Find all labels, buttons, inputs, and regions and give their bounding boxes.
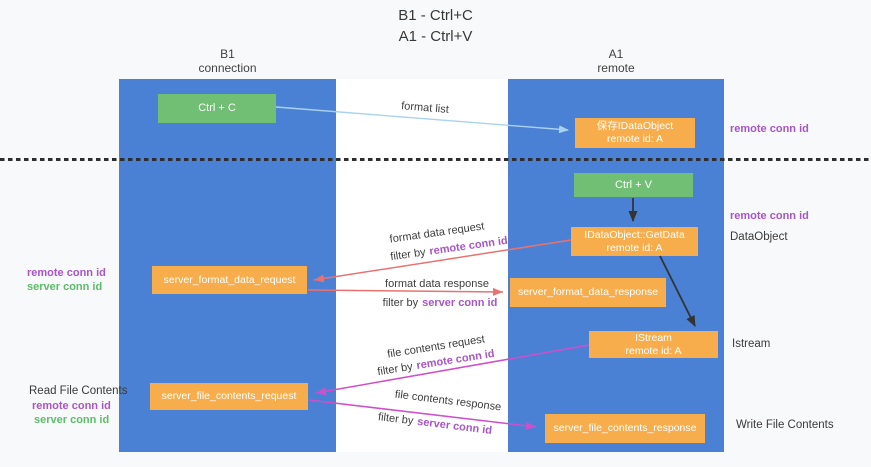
node-ctrl-v: Ctrl + V [574,173,693,197]
filter-by-text: filter by [382,297,419,309]
node-server-format-data-response-label: server_format_data_response [517,286,659,298]
label-istream: Istream [732,338,771,350]
label-remote-conn-id-right-top: remote conn id [730,123,809,135]
label-remote-conn-id-left-1: remote conn id [27,267,106,279]
node-idataobject-getdata-line2: remote id: A [606,241,663,254]
node-server-file-contents-response-label: server_file_contents_response [553,422,697,434]
label-remote-conn-id-left-2: remote conn id [32,400,111,412]
lane-a1-header: A1 remote [508,47,724,75]
label-read-file-contents: Read File Contents [29,385,128,397]
lane-b1-role: connection [198,61,257,75]
label-dataobject: DataObject [730,231,788,243]
label-remote-conn-id-right-mid: remote conn id [730,210,809,222]
title-line-1: B1 - Ctrl+C [398,7,473,24]
node-istream-line2: remote id: A [625,344,682,357]
label-format-data-response: format data response [385,278,489,290]
lane-a1-role: remote [597,61,635,75]
node-server-format-data-response: server_format_data_response [510,278,666,307]
filter-key-server-conn-id: server conn id [422,297,498,309]
node-ctrl-c-label: Ctrl + C [198,102,236,114]
lane-a1-name: A1 [608,47,624,61]
node-save-idataobject-line2: remote id: A [606,133,664,145]
node-server-file-contents-request-label: server_file_contents_request [161,390,297,402]
node-server-format-data-request: server_format_data_request [152,266,307,294]
label-write-file-contents: Write File Contents [736,419,834,431]
node-server-file-contents-response: server_file_contents_response [545,414,705,443]
node-istream-line1: IStream [635,331,672,344]
node-save-idataobject: 保存IDataObject remote id: A [575,118,695,148]
label-server-conn-id-left-2: server conn id [34,414,110,426]
label-server-conn-id-left-1: server conn id [27,281,103,293]
lane-b1-name: B1 [220,47,235,61]
diagram-title: B1 - Ctrl+C A1 - Ctrl+V [0,5,871,47]
node-server-format-data-request-label: server_format_data_request [163,273,296,286]
node-istream: IStream remote id: A [589,331,718,358]
node-idataobject-getdata-line1: IDataObject::GetData [584,228,685,241]
lane-b1-header: B1 connection [119,47,336,75]
dashed-divider-line [0,158,871,161]
node-idataobject-getdata: IDataObject::GetData remote id: A [571,227,698,256]
node-save-idataobject-line1: 保存IDataObject [596,120,674,132]
node-ctrl-v-label: Ctrl + V [615,178,652,191]
title-line-2: A1 - Ctrl+V [398,28,473,45]
node-server-file-contents-request: server_file_contents_request [150,383,308,410]
node-ctrl-c: Ctrl + C [158,94,276,123]
